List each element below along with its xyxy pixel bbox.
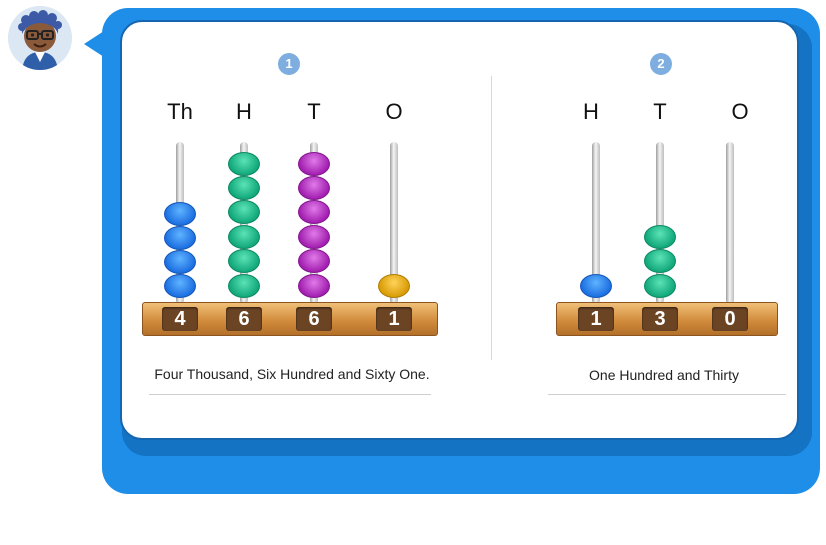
abacus-bead-blue	[164, 274, 196, 298]
abacus-bead-purple	[298, 225, 330, 249]
digit-ones: 1	[376, 307, 412, 331]
abacus-bead-gold	[378, 274, 410, 298]
example-2-badge: 2	[650, 53, 672, 75]
abacus-bead-purple	[298, 200, 330, 224]
number-words-caption: One Hundred and Thirty	[589, 367, 739, 383]
digit-tens: 3	[642, 307, 678, 331]
abacus-bead-green	[228, 249, 260, 273]
teacher-avatar	[8, 6, 72, 70]
abacus-bead-green	[228, 274, 260, 298]
abacus-bead-green	[228, 225, 260, 249]
digit-tens: 6	[296, 307, 332, 331]
place-label-tens: T	[653, 99, 667, 124]
digit-thousands: 4	[162, 307, 198, 331]
abacus-bead-blue	[580, 274, 612, 298]
place-label-thousands: Th	[167, 99, 193, 124]
caption-underline	[548, 394, 786, 395]
speech-bubble-tail	[84, 31, 104, 57]
place-label-hundreds: H	[583, 99, 599, 124]
abacus-rod	[726, 142, 734, 304]
digit-hundreds: 6	[226, 307, 262, 331]
abacus-bead-purple	[298, 176, 330, 200]
abacus-bead-green	[228, 200, 260, 224]
abacus-bead-blue	[164, 202, 196, 226]
place-label-ones: O	[731, 99, 749, 124]
abacus-bead-green	[228, 152, 260, 176]
example-1-badge: 1	[278, 53, 300, 75]
abacus-bead-purple	[298, 249, 330, 273]
place-label-hundreds: H	[236, 99, 252, 124]
abacus-bead-green	[644, 249, 676, 273]
place-label-tens: T	[307, 99, 321, 124]
abacus-bead-purple	[298, 152, 330, 176]
abacus-bead-green	[228, 176, 260, 200]
abacus-bead-blue	[164, 226, 196, 250]
abacus-rod	[592, 142, 600, 304]
teacher-avatar-icon	[8, 6, 72, 70]
caption-underline	[149, 394, 431, 395]
place-label-ones: O	[385, 99, 403, 124]
abacus-bead-green	[644, 274, 676, 298]
digit-ones: 0	[712, 307, 748, 331]
abacus-rod	[390, 142, 398, 304]
abacus-bead-blue	[164, 250, 196, 274]
digit-hundreds: 1	[578, 307, 614, 331]
section-divider	[491, 76, 492, 360]
abacus-bead-purple	[298, 274, 330, 298]
abacus-rod	[656, 142, 664, 304]
number-words-caption: Four Thousand, Six Hundred and Sixty One…	[154, 366, 430, 382]
abacus-bead-green	[644, 225, 676, 249]
